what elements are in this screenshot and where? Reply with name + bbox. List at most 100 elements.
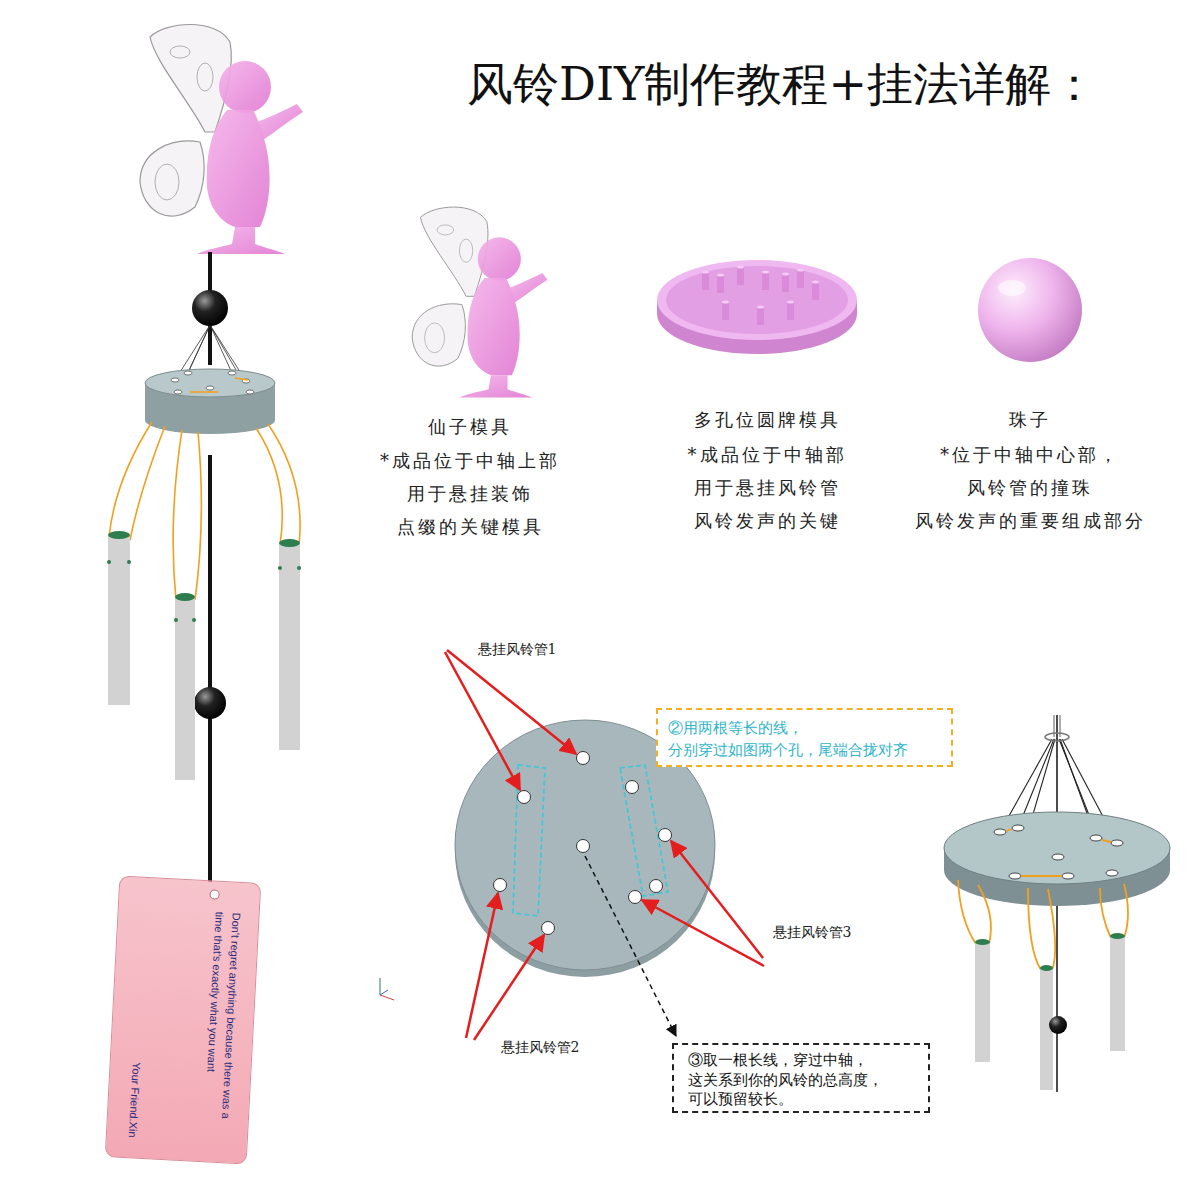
hanging-assembly-part-part [1021, 875, 1062, 877]
part-caption: 风铃发声的关键 [694, 509, 841, 533]
callout-label: 悬挂风铃管1 [478, 641, 557, 659]
finished-chime-part [208, 455, 212, 892]
hole-plan-part-part [542, 922, 555, 935]
finished-chime-part-part [174, 390, 182, 394]
disc-mould-part-part [757, 307, 764, 325]
disc-mould-part-part [787, 300, 794, 303]
hanging-assembly [944, 715, 1170, 1092]
hanging-assembly-part-part [1062, 873, 1074, 879]
signature: Your Friend.Xin [125, 907, 154, 1138]
finished-chime-part-part [228, 371, 236, 375]
hanging-assembly-part-part [1052, 854, 1064, 860]
hole-plan-part-part [629, 891, 642, 904]
bead [978, 258, 1082, 362]
finished-chime-part-part [256, 428, 282, 545]
hanging-assembly-part-part [1006, 829, 1012, 831]
hanging-assembly-part [1110, 933, 1125, 939]
finished-chime-part [108, 535, 130, 705]
finished-chime-part-part [268, 424, 300, 545]
message-text: Don't regret anything because there was … [200, 911, 245, 1142]
hole-plan-part-part [642, 900, 764, 966]
callout-label: 悬挂风铃管3 [773, 924, 852, 942]
disc-mould-part-part [797, 268, 804, 271]
finished-chime-part [192, 290, 228, 326]
part-caption: *成品位于中轴部 [688, 443, 847, 467]
part-caption: 多孔位圆牌模具 [694, 408, 841, 432]
hole-plan-part-part [518, 791, 531, 804]
disc-mould-part-part [782, 272, 789, 275]
disc-mould-part-part [717, 275, 724, 293]
finished-chime-part [279, 543, 300, 750]
tag-hole [209, 889, 220, 900]
part-caption: 风铃管的撞珠 [967, 476, 1093, 500]
disc-mould-part-part [797, 270, 804, 288]
finished-chime-part-part [192, 618, 196, 622]
bead-part [978, 258, 1082, 362]
finished-chime-part [109, 378, 300, 600]
hole-plan-part-part [466, 893, 498, 1038]
disc-mould-part-part [737, 267, 744, 285]
finished-chime [107, 25, 303, 893]
part-caption: 仙子模具 [428, 415, 512, 439]
disc-mould-part-part [757, 305, 764, 308]
finished-chime-part [140, 25, 303, 255]
hanging-assembly-part-part [958, 880, 976, 944]
disc-mould-part-part [812, 280, 819, 283]
finished-chime-part [194, 687, 226, 719]
hanging-assembly-part-part [994, 829, 1006, 835]
finished-chime-part [279, 539, 300, 547]
disc-mould-part-part [762, 272, 769, 290]
part-caption: 风铃发声的重要组成部分 [915, 509, 1146, 533]
finished-chime-part [175, 597, 195, 780]
finished-chime-part [175, 593, 195, 601]
finished-chime-part-part [246, 390, 254, 394]
part-caption: *成品位于中轴上部 [380, 449, 560, 473]
callout-label: 悬挂风铃管2 [501, 1039, 580, 1057]
hanging-assembly-part [944, 812, 1170, 884]
message-tag: Don't regret anything because there was … [105, 875, 262, 1164]
finished-chime-part-part [195, 432, 201, 600]
disc-mould-part-part [737, 265, 744, 268]
hanging-assembly-part [994, 825, 1123, 879]
finished-chime-part-part [210, 325, 232, 373]
instruction-note: ③取一根长线，穿过中轴， 这关系到你的风铃的总高度， 可以预留较长。 [672, 1043, 930, 1113]
hanging-assembly-part [975, 939, 990, 945]
hole-plan-part-part [380, 995, 394, 1000]
instruction-note: ②用两根等长的线， 分别穿过如图两个孔，尾端合拢对齐 [656, 708, 953, 767]
hanging-assembly-part [1049, 1016, 1067, 1034]
finished-chime-part-part [130, 426, 165, 540]
disc-mould-part-part [782, 274, 789, 292]
hanging-assembly-part-part [978, 885, 991, 944]
hole-plan-part-part [626, 781, 639, 794]
hanging-assembly-part [975, 942, 990, 1062]
part-caption: 珠子 [1009, 408, 1051, 432]
finished-chime-part-part [171, 378, 179, 382]
finished-chime-part-part [127, 560, 131, 564]
page-title: 风铃DIY制作教程+挂法详解： [467, 54, 1097, 116]
hanging-assembly-part-part [1102, 840, 1111, 842]
hanging-assembly-part-part [1124, 884, 1128, 938]
hanging-assembly-part-part [1111, 840, 1123, 846]
disc-mould-part [666, 266, 848, 334]
hole-plan-part [494, 752, 672, 935]
hanging-assembly-part-part [1009, 873, 1021, 879]
disc-mould-part-part [722, 302, 729, 320]
hole-plan-part-part [494, 879, 507, 892]
hole-plan-part-part [380, 978, 381, 995]
hanging-assembly-part-part [1106, 870, 1118, 876]
disc-mould-part-part [762, 270, 769, 273]
finished-chime-part [145, 369, 275, 397]
hanging-assembly-part [1040, 965, 1053, 971]
part-caption: 用于悬挂装饰 [407, 482, 533, 506]
note-text: ③取一根长线，穿过中轴， 这关系到你的风铃的总高度， 可以预留较长。 [688, 1051, 892, 1110]
hole-plan-part-part [474, 935, 544, 1040]
finished-chime-part-part [107, 560, 111, 564]
disc-mould-part [702, 265, 819, 308]
disc-mould-part-part [717, 273, 724, 276]
hole-plan-part-part [650, 880, 663, 893]
hole-plan-part-part [659, 829, 672, 842]
finished-chime-part-part [184, 371, 192, 375]
finished-chime-part-part [235, 378, 248, 380]
disc-mould-part-part [722, 300, 729, 303]
